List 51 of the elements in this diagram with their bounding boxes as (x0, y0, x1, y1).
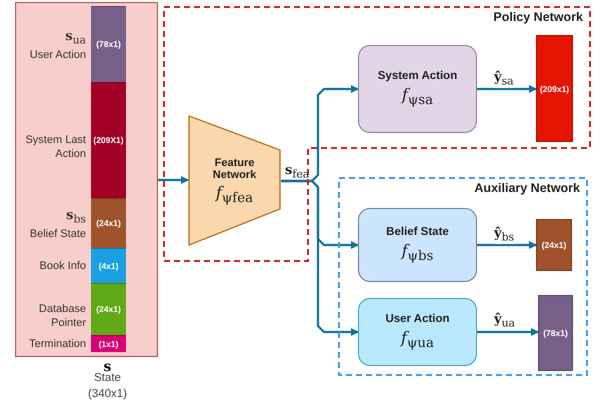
output-vector-bar (538, 295, 573, 371)
size-label: (78x1) (95, 39, 122, 49)
segment-label: Belief State (28, 226, 86, 241)
system-action-box (358, 45, 477, 133)
database-pointer-segment (91, 283, 126, 335)
region-title: Auxiliary Network (474, 181, 580, 195)
arrow (477, 241, 537, 249)
vector-symbol: s$_{bs}$ (65, 209, 86, 227)
region-title: Policy Network (493, 10, 583, 24)
size-label: (1x1) (98, 338, 120, 348)
user-action-segment (91, 6, 126, 82)
belief-state-box (358, 208, 477, 282)
function-symbol: f$_{ψua}$ (401, 328, 434, 352)
user-action-box (358, 298, 477, 366)
edge-label: ŷ$_{sa}$ (494, 70, 514, 88)
segment-label: Book Info (38, 258, 86, 272)
arrow (158, 176, 189, 184)
feature-symbol: s$_{fea}$ (285, 163, 310, 181)
dimension-text: (340x1) (87, 388, 128, 400)
edge-label: ŷ$_{bs}$ (494, 226, 514, 244)
arrow (477, 85, 537, 93)
function-symbol: f$_{ψsa}$ (402, 84, 434, 108)
size-label: (209X1) (92, 135, 125, 145)
size-label: (209x1) (538, 84, 570, 94)
size-label: (24x1) (95, 218, 122, 228)
segment-label: Termination (28, 336, 86, 350)
node-title: Feature Network (212, 157, 258, 181)
node-title: User Action (385, 312, 450, 325)
function-symbol: f$_{ψbs}$ (402, 240, 434, 264)
termination-segment (91, 335, 126, 352)
vector-symbol: s$_{ua}$ (64, 30, 86, 48)
state-symbol: s (104, 359, 112, 375)
system-last-action-segment (91, 82, 126, 198)
belief-state-segment (91, 198, 126, 248)
segment-label: System Last Action (24, 133, 86, 161)
segment-label: Database Pointer (38, 302, 86, 330)
output-vector-bar (536, 35, 573, 142)
arrow (477, 328, 539, 336)
segment-label: User Action (28, 48, 86, 62)
state-label: State (93, 372, 122, 384)
size-label: (78x1) (542, 328, 569, 338)
function-symbol: f$_{ψfea}$ (214, 183, 254, 206)
size-label: (4x1) (98, 260, 120, 270)
book-info-segment (91, 248, 126, 283)
edge-label: ŷ$_{ua}$ (494, 312, 515, 330)
node-title: System Action (378, 70, 458, 82)
size-label: (24x1) (540, 240, 568, 250)
output-vector-bar (536, 219, 572, 271)
node-title: Belief State (386, 226, 449, 238)
arrow (281, 180, 359, 336)
size-label: (24x1) (95, 304, 122, 314)
